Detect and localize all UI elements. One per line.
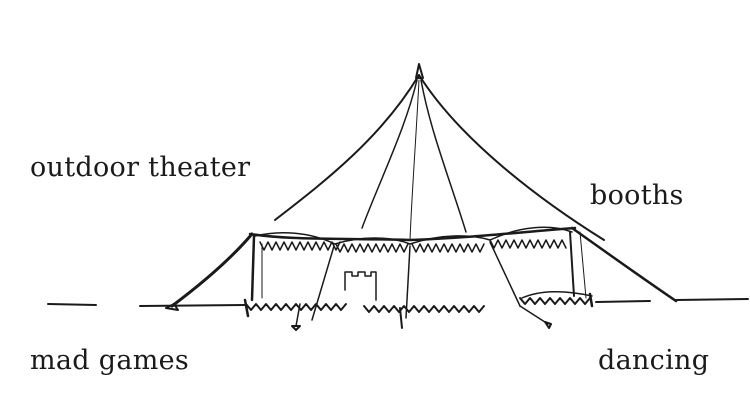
- tent-valance: [248, 226, 577, 253]
- label-booths: booths: [590, 180, 684, 211]
- tent-left-side: [165, 232, 254, 311]
- tent-skirt: [243, 290, 594, 331]
- tent-right-side: [570, 226, 678, 303]
- label-outdoor-theater: outdoor theater: [30, 152, 251, 183]
- tent-walls: [250, 231, 587, 321]
- tent-canopy: [274, 74, 605, 241]
- label-dancing: dancing: [598, 345, 710, 376]
- tent-finial: [415, 63, 424, 79]
- label-mad-games: mad games: [30, 345, 190, 376]
- tent-entrance: [344, 271, 377, 301]
- ground-line: [47, 298, 749, 307]
